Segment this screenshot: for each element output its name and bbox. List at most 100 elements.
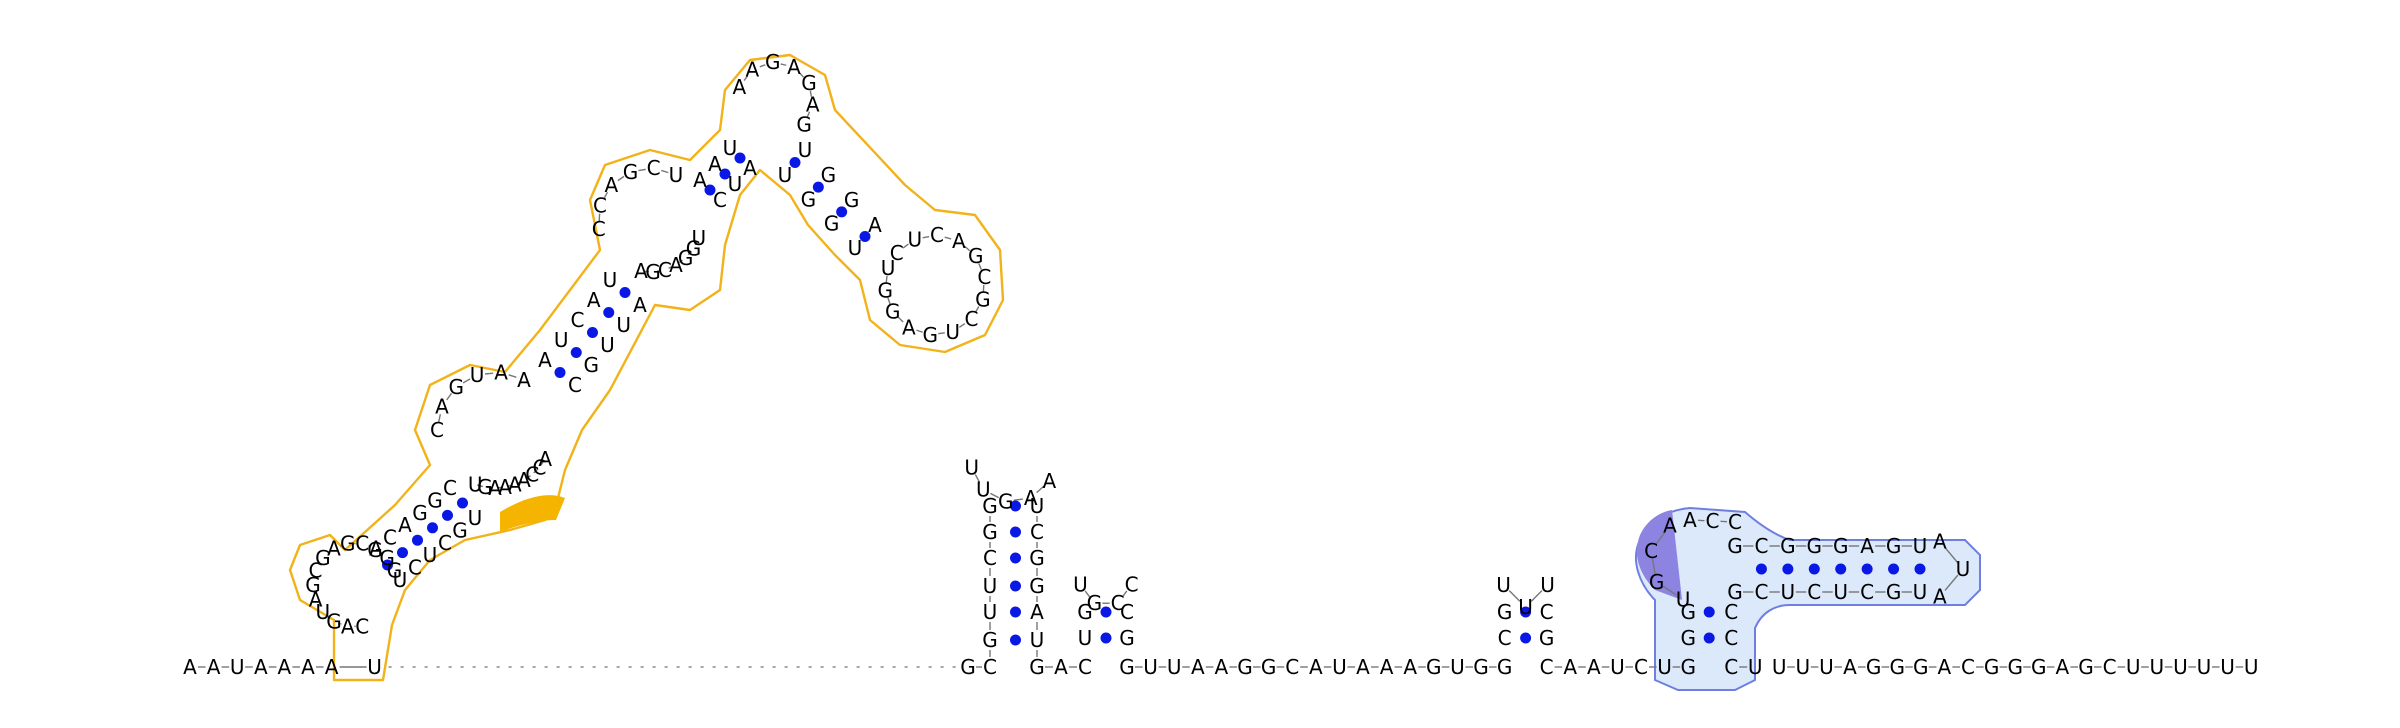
backbone-link — [486, 486, 493, 489]
paired-nucleotide: G — [821, 163, 837, 187]
motif-loop-nucleotide: C — [1644, 539, 1658, 563]
motif-loop-nucleotide: U — [1676, 587, 1691, 611]
motif-linker-nucleotide: C — [1728, 510, 1742, 534]
backbone-link — [617, 175, 625, 182]
nucleotide: A — [1587, 655, 1601, 679]
base-pair-dot — [704, 184, 716, 196]
leader-nucleotide: A — [254, 655, 268, 679]
base-pair-dot — [457, 497, 468, 509]
module-loop-nucleotide: C — [309, 559, 323, 583]
paired-nucleotide: G — [367, 538, 383, 562]
motif-linker-nucleotide: A — [1683, 508, 1697, 532]
paired-nucleotide: A — [743, 156, 757, 180]
base-pair-dot — [1010, 526, 1021, 538]
tail-nucleotide: U — [1819, 655, 1834, 679]
stem-nucleotide: U — [1030, 628, 1045, 652]
paired-nucleotide: A — [868, 213, 882, 237]
module-apical-nucleotide: G — [801, 71, 817, 95]
backbone-link — [380, 552, 383, 555]
module-loop-nucleotide: A — [327, 537, 341, 561]
motif-arm-nucleotide: C — [1754, 580, 1768, 604]
base-pair-dot — [1808, 563, 1820, 575]
blue-motif-region — [1635, 506, 1981, 691]
backbone-link — [1944, 574, 1959, 591]
module-loop-nucleotide: G — [326, 609, 342, 633]
backbone-link — [327, 552, 330, 555]
nucleotide: U — [1332, 655, 1347, 679]
motif-arm-nucleotide: U — [1833, 580, 1848, 604]
backbone-link — [508, 374, 517, 378]
paired-nucleotide: C — [438, 531, 452, 555]
motif-arm-nucleotide: G — [1727, 534, 1743, 558]
backbone-link — [603, 191, 609, 200]
stem-nucleotide: G — [1539, 626, 1555, 650]
motif-arm-nucleotide: U — [1913, 534, 1928, 558]
module-loop-nucleotide: G — [305, 573, 321, 597]
base-pair-dot — [859, 231, 871, 242]
stem-nucleotide: C — [1120, 600, 1134, 624]
module-loop-nucleotide: A — [494, 360, 508, 384]
module-loop-nucleotide: G — [387, 559, 403, 583]
stem-nucleotide: C — [983, 546, 997, 570]
paired-nucleotide: G — [584, 353, 600, 377]
stem-nucleotide: C — [1030, 520, 1044, 544]
base-pair-dot — [1888, 563, 1900, 575]
loop-nucleotide: G — [998, 489, 1014, 513]
base-pair-dot — [836, 206, 848, 218]
backbone-link — [974, 306, 980, 313]
motif-arm-nucleotide: C — [1860, 580, 1874, 604]
backbone-link — [497, 486, 504, 489]
stem-nucleotide: U — [1030, 494, 1045, 518]
base-pair-dot — [619, 287, 631, 298]
nucleotide: G — [960, 655, 976, 679]
nucleotide: C — [983, 655, 997, 679]
nucleotide: G — [1497, 655, 1513, 679]
module-loop-nucleotide: A — [517, 368, 531, 392]
paired-nucleotide: C — [443, 476, 457, 500]
nucleotide: A — [1215, 655, 1229, 679]
stem-nucleotide: G — [982, 628, 998, 652]
module-loop-nucleotide: A — [952, 229, 966, 253]
paired-nucleotide: A — [633, 293, 647, 317]
backbone-link — [437, 414, 442, 423]
loop-nucleotide: U — [1496, 573, 1511, 597]
tail-nucleotide: C — [2103, 655, 2117, 679]
base-pair-dot — [1703, 632, 1715, 644]
module-apical-nucleotide: A — [787, 55, 801, 79]
module-loop-nucleotide: G — [878, 278, 894, 302]
module-loop-nucleotide: G — [923, 323, 939, 347]
module-loop-nucleotide: A — [634, 259, 648, 283]
base-pair-dot — [1010, 634, 1021, 646]
module-loop-nucleotide: C — [930, 223, 944, 247]
module-loop-nucleotide: U — [468, 473, 483, 497]
backbone-link — [743, 75, 749, 82]
stem-nucleotide: A — [1030, 600, 1044, 624]
base-pair-dot — [397, 547, 408, 559]
motif-highlight — [1636, 510, 1682, 600]
stem-nucleotide: U — [983, 574, 998, 598]
stem-nucleotide: G — [1077, 600, 1093, 624]
module-apical-nucleotide: A — [732, 75, 746, 99]
backbone-link — [1662, 585, 1677, 596]
module-loop-nucleotide: C — [658, 258, 672, 282]
backbone-link — [506, 484, 513, 488]
tail-nucleotide: G — [2007, 655, 2023, 679]
module-highlight-segment — [500, 495, 565, 532]
nucleotide: A — [1309, 655, 1323, 679]
tail-nucleotide: G — [2031, 655, 2047, 679]
backbone-link — [694, 241, 698, 246]
base-pair-dot — [427, 522, 438, 534]
backbone-link — [1036, 485, 1044, 494]
module-loop-nucleotide: A — [435, 394, 449, 418]
loop-nucleotide: U — [1073, 573, 1088, 597]
backbone-link — [318, 563, 321, 566]
nucleotide: C — [1634, 655, 1648, 679]
module-loop-nucleotide: C — [592, 217, 606, 241]
base-pair-dot — [1861, 563, 1873, 575]
backbone-link — [462, 378, 471, 384]
module-loop-nucleotide: U — [316, 600, 331, 624]
backbone-link — [661, 169, 669, 174]
motif-arm-nucleotide: C — [1754, 534, 1768, 558]
loop-nucleotide: C — [1125, 573, 1139, 597]
tail-nucleotide: A — [1938, 655, 1952, 679]
